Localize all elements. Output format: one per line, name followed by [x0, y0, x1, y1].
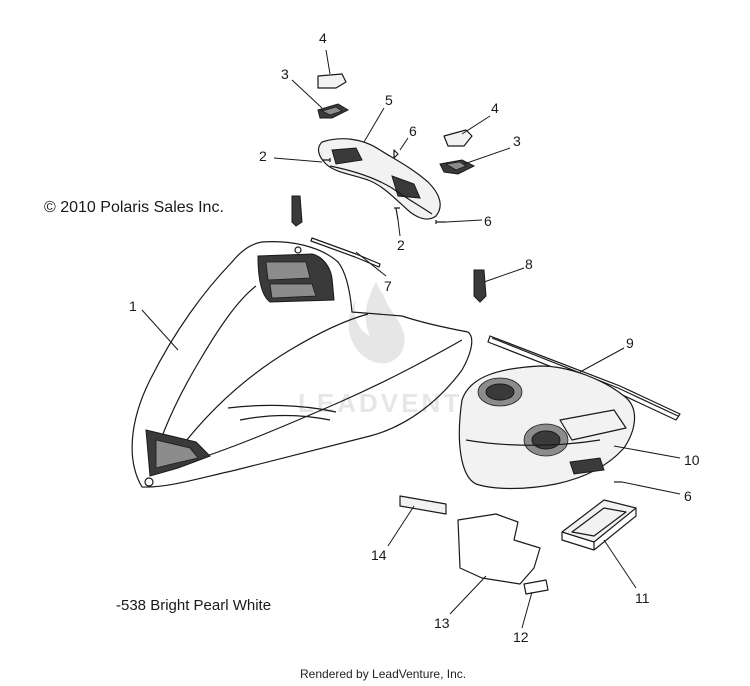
hood-part-1 — [131, 241, 473, 488]
callout-2: 2 — [259, 148, 267, 164]
color-note: -538 Bright Pearl White — [116, 597, 272, 614]
callout-14: 14 — [371, 547, 387, 563]
strip-part-7 — [310, 237, 381, 268]
callout-10: 10 — [684, 452, 700, 468]
callout-7: 7 — [384, 278, 392, 294]
callout-4: 4 — [491, 100, 499, 116]
leader-lines — [141, 49, 681, 629]
bracket-part-8 — [473, 269, 487, 303]
fastener-screws — [322, 149, 622, 483]
callout-2: 2 — [397, 237, 405, 253]
lens-part-4-right — [443, 129, 473, 147]
tab-part-12 — [523, 579, 549, 595]
copyright-text: © 2010 Polaris Sales Inc. — [44, 199, 224, 216]
bracket-left — [291, 195, 303, 227]
callout-9: 9 — [626, 335, 634, 351]
callout-12: 12 — [513, 629, 529, 645]
callout-numbers: 4 3 5 4 6 3 2 6 2 7 8 1 9 10 6 14 11 13 … — [129, 30, 700, 645]
footer-credit: Rendered by LeadVenture, Inc. — [300, 667, 467, 681]
pad-part-14 — [399, 495, 447, 515]
dash-pod-part-5 — [317, 138, 441, 220]
callout-5: 5 — [385, 92, 393, 108]
lens-part-4-left — [317, 73, 347, 89]
callout-1: 1 — [129, 298, 137, 314]
insulation-part-13 — [457, 513, 541, 585]
seal-part-9 — [487, 335, 681, 421]
filter-part-11 — [561, 499, 637, 551]
callout-3: 3 — [281, 66, 289, 82]
callout-8: 8 — [525, 256, 533, 272]
callout-6: 6 — [484, 213, 492, 229]
callout-6: 6 — [684, 488, 692, 504]
callout-4: 4 — [319, 30, 327, 46]
callout-3: 3 — [513, 133, 521, 149]
callout-13: 13 — [434, 615, 450, 631]
callout-6: 6 — [409, 123, 417, 139]
clip-part-3-left — [317, 103, 350, 119]
callout-11: 11 — [635, 590, 650, 606]
